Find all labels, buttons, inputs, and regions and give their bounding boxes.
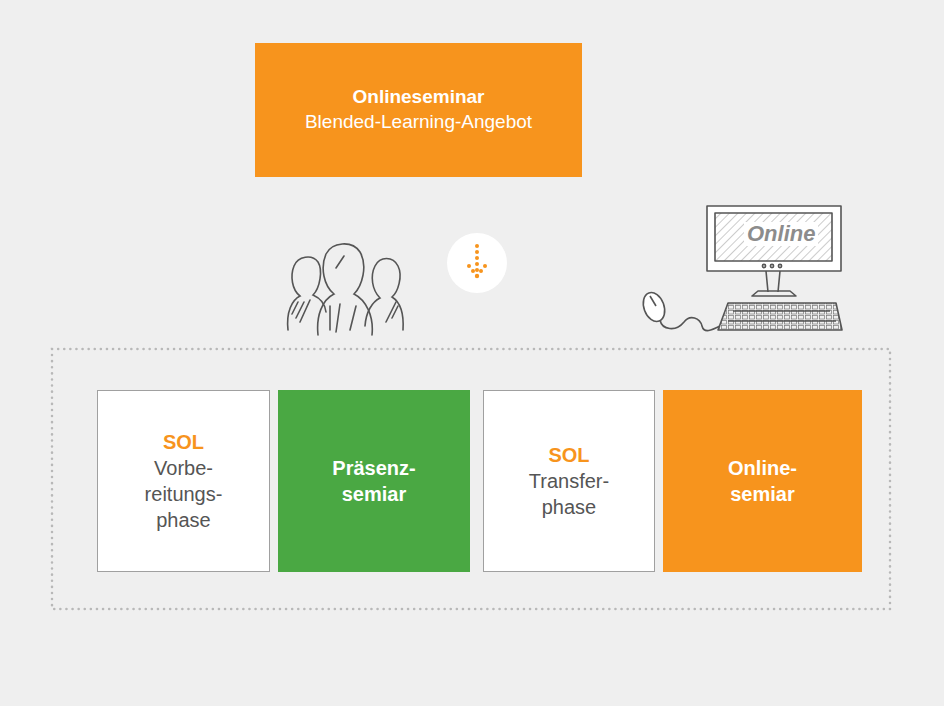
screen-label: Online <box>744 222 818 246</box>
phase-box: SOLVorbe- reitungs- phase <box>97 390 270 572</box>
box-heading: SOL <box>129 429 239 455</box>
box-text: Transfer- phase <box>514 468 624 520</box>
box-heading: SOL <box>514 442 624 468</box>
box-heading: Präsenz- semiar <box>319 455 429 507</box>
down-arrow <box>447 233 507 293</box>
box-heading: Online- semiar <box>708 455 818 507</box>
box-text: Blended-Learning-Angebot <box>269 110 569 135</box>
box-heading: Onlineseminar <box>269 85 569 110</box>
phase-box: Präsenz- semiar <box>278 390 470 572</box>
phase-box: SOLTransfer- phase <box>483 390 655 572</box>
box-text: Vorbe- reitungs- phase <box>129 455 239 533</box>
offer-box: OnlineseminarBlended-Learning-Angebot <box>255 43 582 177</box>
computer-sketch <box>639 206 842 331</box>
people-sketch <box>288 244 404 335</box>
group-frame <box>52 349 890 609</box>
phase-box: Online- semiar <box>663 390 862 572</box>
